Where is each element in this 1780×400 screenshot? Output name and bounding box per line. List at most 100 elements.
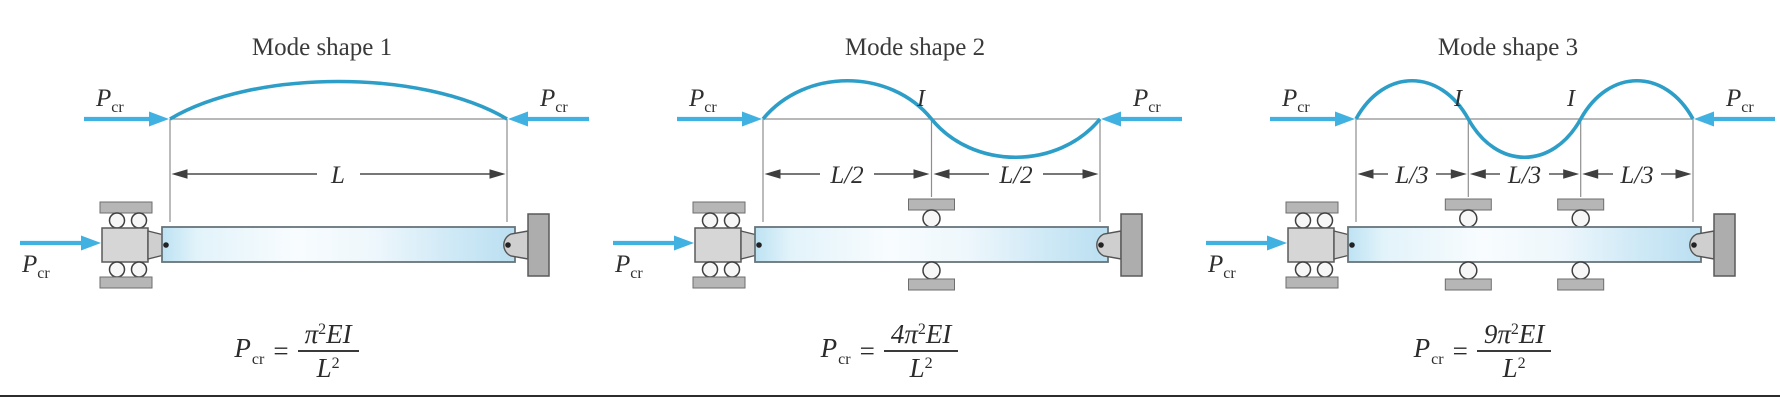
force-label-top-left: Pcr xyxy=(95,85,124,116)
formula-sub-cr: cr xyxy=(838,351,851,369)
formula-P: P xyxy=(1413,333,1431,364)
fraction: 4π2EI L2 xyxy=(883,320,959,384)
equals-sign: = xyxy=(859,335,875,366)
wall-support xyxy=(1713,213,1736,277)
mode-shape-panel-3: Mode shape 3 I I Pcr Pcr L/3 L/3 xyxy=(1186,0,1779,400)
mode-2-diagram: Mode shape 2 I Pcr Pcr L/2 L/2 xyxy=(613,34,1182,291)
formula-P: P xyxy=(234,333,251,364)
force-arrowhead-icon xyxy=(742,111,762,127)
dimension-label: L/3 xyxy=(1394,162,1428,189)
panel-title: Mode shape 3 xyxy=(1438,34,1578,61)
mode-shape-panel-1: Mode shape 1 Pcr Pcr L xyxy=(0,0,593,400)
dim-arrowhead-icon xyxy=(933,169,950,179)
bearing-plate xyxy=(692,276,746,289)
column-bar xyxy=(1347,226,1702,263)
denominator: L2 xyxy=(1502,353,1526,384)
roller xyxy=(108,212,126,229)
roller xyxy=(1294,212,1312,229)
numerator: 9π2EI xyxy=(1476,320,1552,353)
inflection-label: I xyxy=(1566,86,1576,112)
column-bar xyxy=(161,226,516,263)
clevis-right xyxy=(1689,230,1715,260)
pin-dot xyxy=(1349,242,1355,248)
force-arrowhead-icon xyxy=(1267,235,1287,251)
formula-sub-cr: cr xyxy=(251,351,265,369)
inflection-label: I xyxy=(1453,86,1463,112)
roller xyxy=(1459,261,1478,280)
roller xyxy=(130,212,148,229)
pin-dot xyxy=(1098,242,1104,248)
bearing-plate xyxy=(1285,276,1339,289)
roller xyxy=(1316,261,1334,278)
critical-load-formula-3: Pcr = 9π2EI L2 xyxy=(1186,320,1779,383)
critical-load-formula-1: Pcr = π2EI L2 xyxy=(0,320,593,383)
dimension-label: L/3 xyxy=(1619,162,1653,189)
buckled-curve-mode1 xyxy=(169,79,508,121)
force-label-bottom-left: Pcr xyxy=(21,251,50,282)
bearing-plate xyxy=(1444,198,1492,211)
denominator: L2 xyxy=(909,353,933,384)
inflection-label: I xyxy=(916,86,926,112)
dim-arrowhead-icon xyxy=(1675,169,1692,179)
dim-arrowhead-icon xyxy=(1469,169,1486,179)
force-arrowhead-icon xyxy=(674,235,694,251)
mode-1-diagram: Mode shape 1 Pcr Pcr L xyxy=(20,34,589,289)
formula-P: P xyxy=(820,333,838,364)
dim-arrowhead-icon xyxy=(489,169,506,179)
equals-sign: = xyxy=(273,335,289,366)
roller xyxy=(1571,209,1590,228)
roller xyxy=(1316,212,1334,229)
roller xyxy=(701,212,719,229)
column-bar xyxy=(754,226,1109,263)
bearing-plate xyxy=(99,201,153,214)
dimension-label: L xyxy=(330,162,345,189)
dimension-label: L/3 xyxy=(1507,162,1541,189)
support-block xyxy=(1287,227,1335,263)
roller xyxy=(1571,261,1590,280)
buckled-curve-mode2 xyxy=(761,79,1102,159)
force-arrowhead-icon xyxy=(508,111,528,127)
dim-arrowhead-icon xyxy=(1082,169,1099,179)
bottom-divider xyxy=(0,395,1780,397)
force-label-bottom-left: Pcr xyxy=(614,251,643,282)
fraction: 9π2EI L2 xyxy=(1476,320,1552,384)
dim-arrowhead-icon xyxy=(1357,169,1374,179)
bearing-plate xyxy=(1557,198,1605,211)
wall-support xyxy=(527,213,550,277)
force-label-top-left: Pcr xyxy=(1281,85,1310,116)
force-label-top-right: Pcr xyxy=(1725,85,1754,116)
panel-title: Mode shape 1 xyxy=(252,34,392,61)
support-block xyxy=(694,227,742,263)
pin-dot xyxy=(756,242,762,248)
pin-dot xyxy=(1691,242,1697,248)
bearing-plate xyxy=(1557,278,1605,291)
clevis-right xyxy=(1096,230,1122,260)
bearing-plate xyxy=(1285,201,1339,214)
bearing-plate xyxy=(692,201,746,214)
roller xyxy=(701,261,719,278)
bearing-plate xyxy=(908,198,955,211)
denominator: L2 xyxy=(316,353,340,384)
dim-arrowhead-icon xyxy=(764,169,781,179)
critical-load-formula-2: Pcr = 4π2EI L2 xyxy=(593,320,1186,383)
dimension-label: L/2 xyxy=(829,162,863,189)
bearing-plate xyxy=(908,278,955,291)
fraction: π2EI L2 xyxy=(297,320,359,384)
roller xyxy=(723,212,741,229)
buckled-curve-mode3 xyxy=(1354,78,1695,160)
dim-arrowhead-icon xyxy=(1582,169,1599,179)
dim-arrowhead-icon xyxy=(1450,169,1467,179)
force-arrowhead-icon xyxy=(1694,111,1714,127)
dim-arrowhead-icon xyxy=(171,169,188,179)
pin-dot xyxy=(505,242,511,248)
force-arrowhead-icon xyxy=(1335,111,1355,127)
roller xyxy=(108,261,126,278)
force-label-top-right: Pcr xyxy=(539,85,568,116)
force-label-top-right: Pcr xyxy=(1132,85,1161,116)
mode-shape-panel-2: Mode shape 2 I Pcr Pcr L/2 L/2 xyxy=(593,0,1186,400)
numerator: π2EI xyxy=(297,320,359,353)
support-block xyxy=(101,227,149,263)
numerator: 4π2EI xyxy=(883,320,959,353)
roller xyxy=(723,261,741,278)
